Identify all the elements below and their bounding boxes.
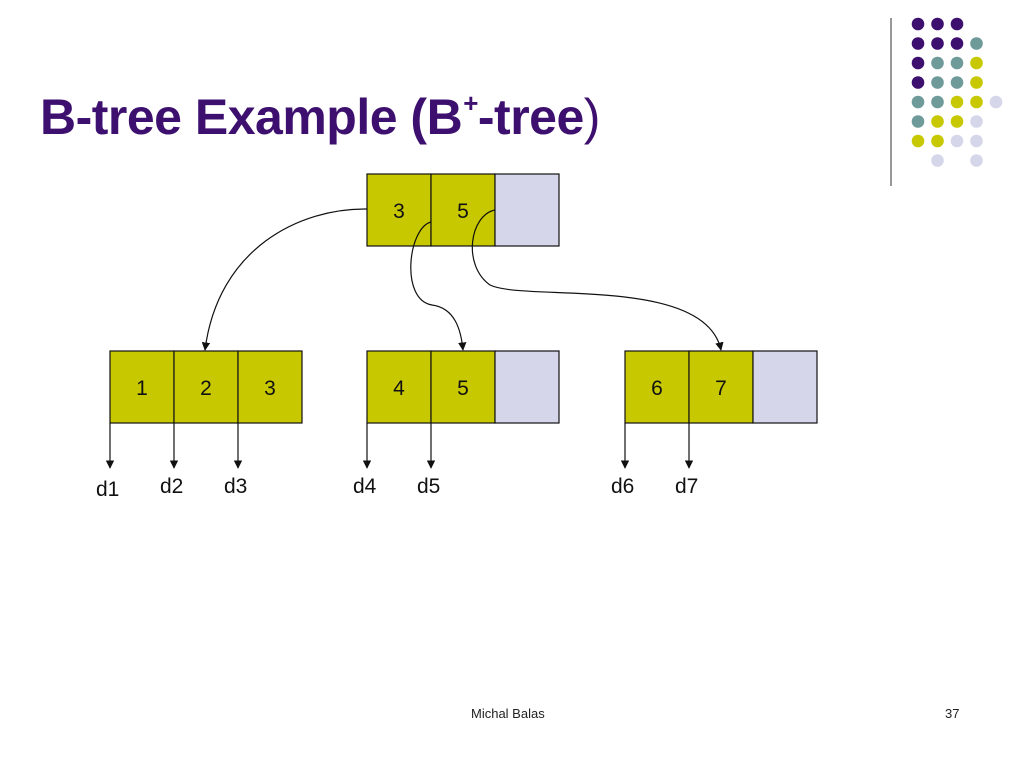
key-label: 7 — [715, 377, 727, 400]
root-to-leaf-2-pointer — [410, 221, 467, 351]
decor-dot — [931, 154, 944, 167]
decor-dot — [950, 37, 964, 50]
root-to-leaf-1-pointer — [201, 208, 368, 351]
key-cell — [430, 350, 496, 424]
data-record-label: d4 — [353, 475, 377, 498]
leaf-node: 1 2 3 — [109, 350, 303, 424]
empty-key-cell — [494, 350, 560, 424]
key-label: 5 — [457, 377, 469, 400]
data-record-label: d7 — [675, 475, 698, 498]
empty-key-cell — [752, 350, 818, 424]
decorative-dot-pattern — [911, 17, 1003, 167]
decor-dot — [950, 17, 964, 31]
data-record-label: d5 — [417, 475, 440, 498]
key-label: 3 — [264, 377, 276, 400]
key-label: 1 — [136, 377, 148, 400]
decor-dot — [970, 115, 983, 128]
decor-dot — [950, 95, 964, 109]
key-label: 5 — [457, 200, 469, 223]
decor-dot — [970, 76, 983, 89]
data-record-label: d1 — [96, 478, 119, 501]
key-cell — [624, 350, 690, 424]
title-paren: ) — [583, 89, 601, 145]
decor-dot — [931, 17, 944, 31]
decor-dot — [911, 115, 925, 128]
decor-dot — [931, 95, 944, 109]
decor-dot — [911, 134, 925, 148]
key-label: 6 — [651, 377, 663, 400]
key-label: 2 — [200, 377, 212, 400]
root-to-leaf-3-pointer — [471, 209, 724, 351]
empty-key-cell — [494, 173, 560, 247]
decor-dot — [950, 115, 964, 128]
decor-dot — [950, 134, 964, 148]
decor-dot — [950, 56, 964, 70]
title-tail: -tree — [477, 89, 584, 145]
data-record-label: d2 — [160, 475, 183, 498]
decor-dot — [989, 95, 1003, 109]
data-record-label: d3 — [224, 475, 247, 498]
key-cell — [109, 350, 175, 424]
key-label: 4 — [393, 377, 405, 400]
decor-dot — [970, 154, 983, 167]
key-cell — [237, 350, 303, 424]
decor-dot — [911, 37, 925, 50]
footer-author: Michal Balas — [471, 706, 545, 721]
data-record-label: d6 — [611, 475, 634, 498]
title-superscript: + — [463, 88, 478, 118]
decor-dot — [931, 134, 944, 148]
key-cell — [366, 350, 432, 424]
decor-dot — [931, 56, 944, 70]
decor-dot — [931, 115, 944, 128]
decor-dot — [970, 37, 983, 50]
decor-dot — [950, 76, 964, 89]
key-label: 3 — [393, 200, 405, 223]
decor-dot — [970, 95, 983, 109]
btree-pointers: d1 d2 d3 d4 d5 d6 d7 — [96, 208, 724, 501]
decor-dot — [970, 56, 983, 70]
decor-dot — [911, 95, 925, 109]
decor-dot — [911, 56, 925, 70]
decor-dot — [931, 76, 944, 89]
decor-dot — [970, 134, 983, 148]
decor-dot — [911, 17, 925, 31]
key-cell — [688, 350, 754, 424]
key-cell — [173, 350, 239, 424]
slide-title: B-tree Example (B+-tree) — [40, 88, 600, 146]
title-main: B-tree Example (B — [40, 89, 463, 145]
decor-dot — [911, 76, 925, 89]
decor-dot — [931, 37, 944, 50]
page-number: 37 — [945, 706, 960, 721]
